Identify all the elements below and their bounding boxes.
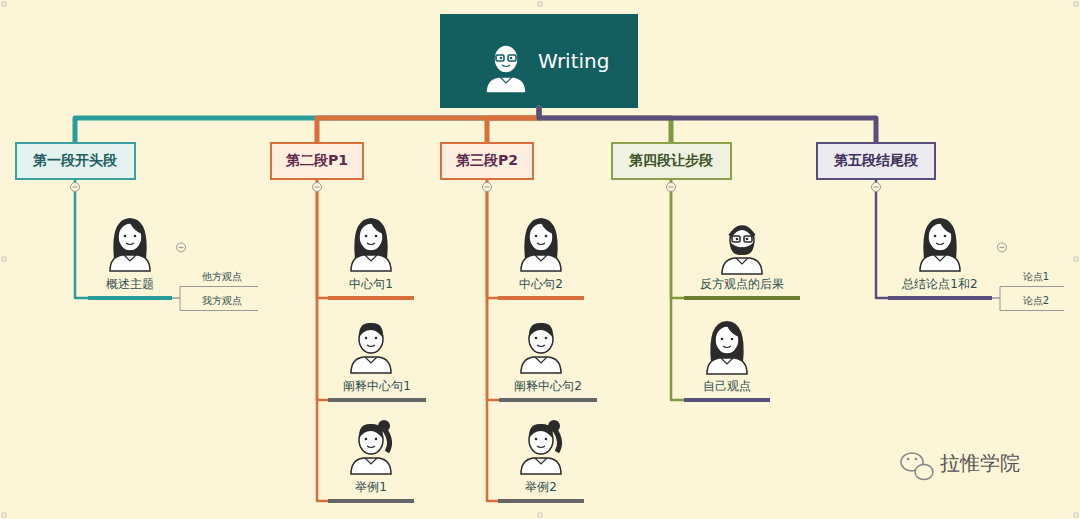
topic-label: 阐释中心句2: [499, 379, 597, 402]
branch-box: 第三段P2: [440, 142, 534, 180]
topic-label: 举例1: [328, 480, 414, 503]
corner-tick: [538, 2, 542, 6]
collapse-toggle: [872, 183, 881, 192]
topic-label: 举例2: [498, 480, 584, 503]
connector: [671, 180, 684, 298]
node-text: Writing: [538, 49, 609, 73]
person-avatar: [920, 218, 960, 271]
node-text: 他方观点: [202, 270, 242, 283]
node-text: 总结论点1和2: [902, 277, 977, 293]
node-text: 举例1: [355, 480, 387, 496]
corner-tick: [2, 2, 6, 6]
collapse-toggle: [483, 183, 492, 192]
connector: [487, 108, 539, 142]
topic-label: 论点1: [1008, 270, 1064, 287]
topic-label: 中心句2: [498, 277, 584, 300]
connector: [487, 180, 498, 501]
connector: [992, 287, 1008, 299]
corner-tick: [538, 513, 542, 517]
corner-tick: [2, 257, 6, 261]
connector: [317, 180, 328, 501]
connector: [876, 180, 888, 298]
corner-tick: [1074, 2, 1078, 6]
person-avatar: [521, 323, 561, 373]
node-text: 第二段P1: [286, 152, 348, 170]
topic-label: 概述主题: [88, 277, 172, 300]
connector: [487, 180, 498, 298]
person-avatar: [722, 226, 762, 274]
branch-box: 第二段P1: [270, 142, 364, 180]
connector: [75, 180, 88, 298]
watermark: 拉惟学院: [940, 450, 1020, 477]
node-text: 第三段P2: [456, 152, 518, 170]
node-text: 举例2: [525, 480, 557, 496]
connector: [317, 180, 328, 298]
connector: [992, 298, 1008, 311]
person-avatar: [486, 45, 526, 93]
branch-box: 第四段让步段: [611, 142, 732, 180]
connector: [539, 108, 876, 142]
corner-tick: [2, 513, 6, 517]
branch-box: 第五段结尾段: [816, 142, 936, 180]
node-text: 第一段开头段: [33, 152, 117, 170]
topic-label: 论点2: [1008, 294, 1064, 311]
person-avatar: [351, 323, 391, 373]
connector: [671, 180, 684, 400]
node-text: 第四段让步段: [629, 152, 713, 170]
root-box-fill: [440, 14, 638, 108]
person-avatar: [707, 321, 747, 374]
connector: [317, 108, 539, 142]
topic-label: 总结论点1和2: [888, 277, 992, 300]
topic-label: 他方观点: [186, 270, 258, 287]
person-avatar: [351, 218, 391, 271]
branch-box: 第一段开头段: [15, 142, 136, 180]
connector: [172, 298, 186, 311]
node-text: 阐释中心句1: [343, 379, 411, 395]
node-text: 论点2: [1023, 294, 1049, 307]
person-avatar: [110, 218, 150, 271]
node-text: 反方观点的后果: [700, 277, 784, 293]
node-text: 概述主题: [106, 277, 154, 293]
node-text: 中心句2: [519, 277, 563, 293]
collapse-toggle: [998, 243, 1007, 252]
topic-label: 阐释中心句1: [328, 379, 426, 402]
connector: [75, 108, 539, 142]
connector: [172, 287, 186, 299]
node-text: 阐释中心句2: [514, 379, 582, 395]
wechat-icon: [901, 453, 933, 480]
corner-tick: [1074, 513, 1078, 517]
topic-label: 反方观点的后果: [684, 277, 800, 300]
node-text: 我方观点: [202, 294, 242, 307]
connector: [317, 180, 328, 400]
topic-label: 我方观点: [186, 294, 258, 311]
node-text: 论点1: [1023, 270, 1049, 283]
collapse-toggle: [313, 183, 322, 192]
collapse-toggle: [71, 183, 80, 192]
node-text: 中心句1: [349, 277, 393, 293]
person-avatar: [351, 420, 391, 474]
root-topic: Writing: [440, 14, 638, 108]
node-text: 第五段结尾段: [834, 152, 918, 170]
topic-label: 中心句1: [328, 277, 414, 300]
person-avatar: [521, 218, 561, 271]
connector: [539, 108, 671, 142]
node-text: 自己观点: [703, 379, 751, 395]
person-avatar: [521, 420, 561, 474]
collapse-toggle: [177, 243, 186, 252]
topic-label: 自己观点: [684, 379, 770, 402]
collapse-toggle: [667, 183, 676, 192]
corner-tick: [1074, 257, 1078, 261]
